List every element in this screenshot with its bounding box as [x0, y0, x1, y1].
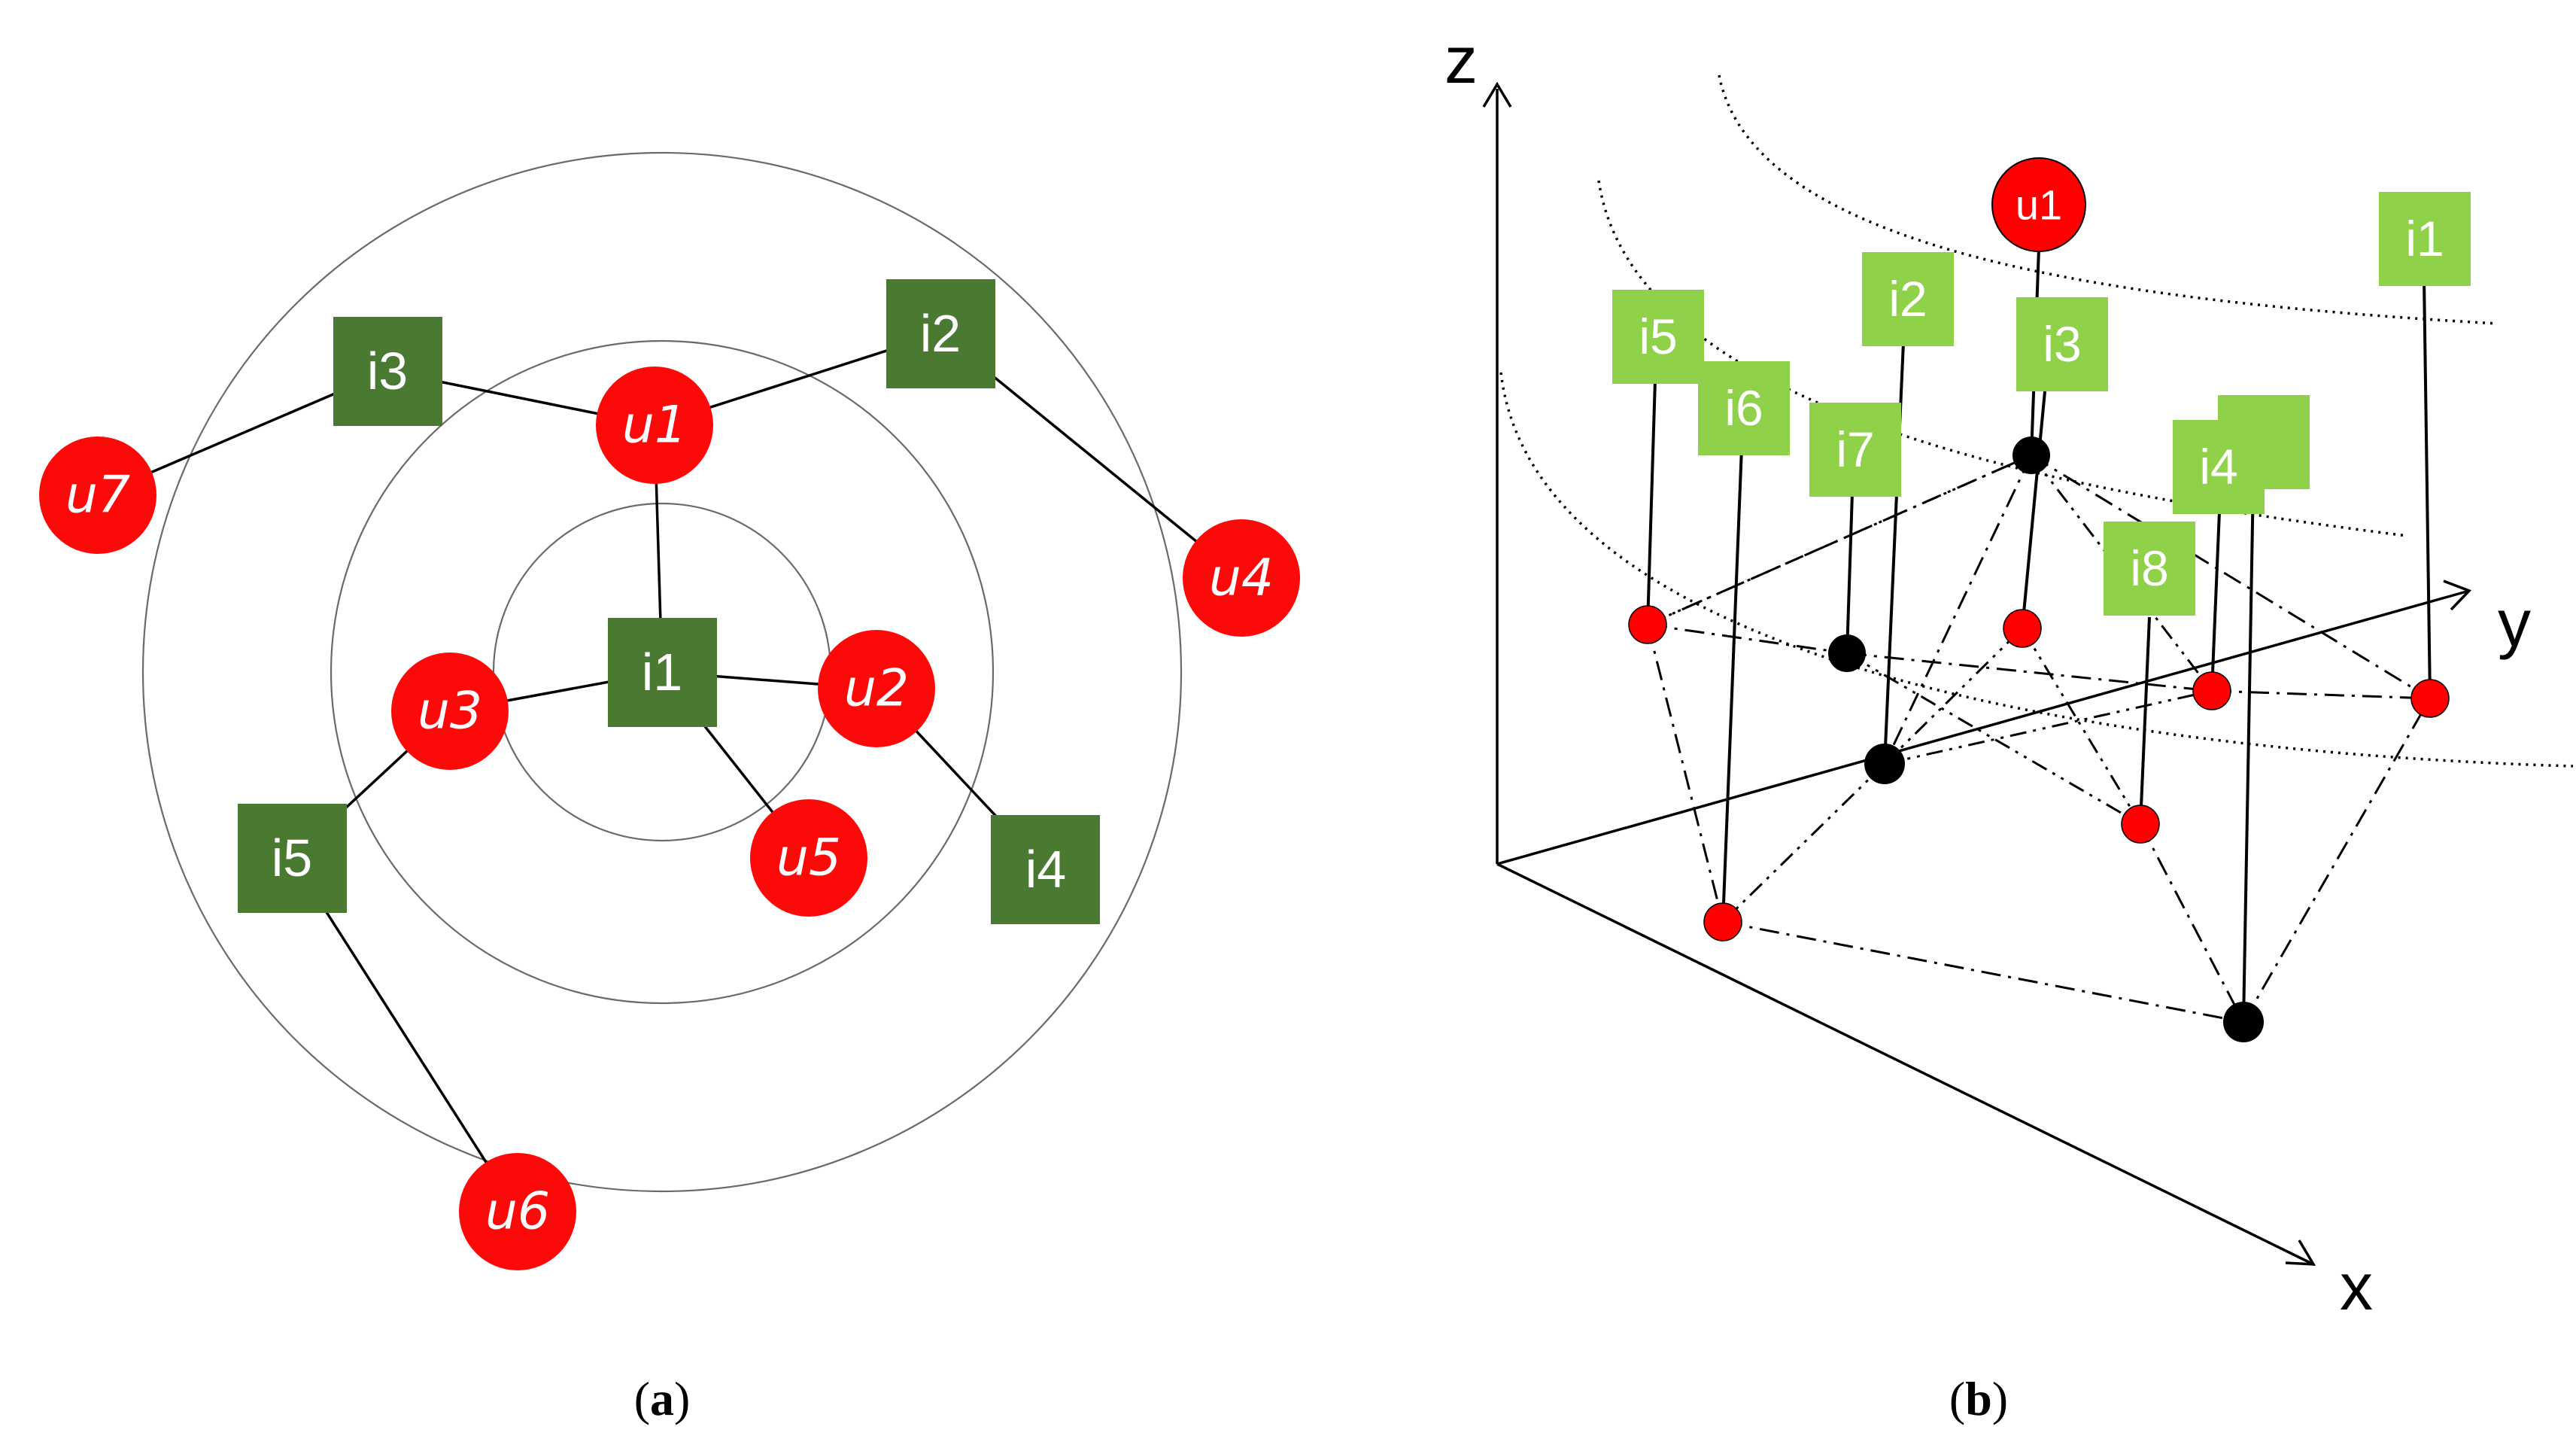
x-axis-arrow: [2285, 1240, 2316, 1266]
item-node-i3: i3: [333, 317, 442, 426]
ground-point-red: [2192, 671, 2231, 710]
item-node-i6-3d: i6: [1698, 361, 1790, 455]
stem-i6: [1721, 447, 1743, 923]
item-node-i5: i5: [238, 804, 347, 913]
z-axis-arrow: [1482, 81, 1512, 108]
mesh-line-alt: [1846, 652, 2141, 826]
caption-a: (a): [634, 1372, 691, 1425]
mesh-line: [1846, 652, 2213, 692]
ground-point-red: [1703, 902, 1742, 941]
mesh-line-alt: [2030, 455, 2213, 692]
ground-point-red: [2410, 679, 2450, 718]
item-node-i4-3d: i4: [2173, 420, 2265, 514]
stem-i5: [1646, 379, 1657, 625]
stem-i7: [1845, 492, 1854, 654]
mesh-line: [1722, 920, 2244, 1024]
ground-point-red: [2003, 609, 2042, 648]
ground-point-black: [2223, 1002, 2264, 1042]
user-node-u6: u6: [459, 1153, 576, 1270]
stem-i8: [2139, 616, 2151, 825]
item-node-i3-3d: i3: [2016, 297, 2108, 391]
item-node-i4: i4: [991, 815, 1100, 924]
user-node-u2: u2: [818, 630, 935, 747]
item-label: i7: [1836, 421, 1874, 477]
mesh-line-alt: [1884, 689, 2213, 765]
item-node-i8-3d: i8: [2104, 522, 2195, 616]
panel-a: i1 i2 i3 i4 i5 u1 u2 u3: [39, 151, 1300, 1425]
mesh-line: [1647, 623, 1848, 655]
ground-point-black: [1828, 634, 1866, 672]
caption-b-letter: b: [1965, 1372, 1992, 1425]
mesh-line: [1646, 624, 1724, 923]
item-label: i2: [920, 304, 961, 363]
user-node-u3: u3: [391, 652, 509, 770]
item-label: i2: [1888, 271, 1927, 327]
item-label: i1: [642, 643, 682, 701]
item-node-i5-3d: i5: [1612, 290, 1704, 384]
panel-b: z y x: [1444, 23, 2574, 1425]
ground-point-red: [1628, 605, 1667, 644]
user-node-u1: u1: [596, 367, 713, 484]
ground-point-black: [1864, 744, 1905, 784]
user-label: u5: [776, 829, 841, 888]
middle-ring: [330, 339, 995, 1005]
item-label: i4: [1025, 840, 1066, 899]
item-label: i4: [2199, 439, 2237, 494]
user-label: u7: [65, 466, 130, 525]
z-axis-label: z: [1444, 23, 1478, 97]
item-node-i1-3d: i1: [2379, 192, 2471, 286]
edge-i5-u6: [290, 857, 519, 1212]
stem-i1: [2423, 278, 2432, 699]
x-axis: [1496, 862, 2314, 1266]
item-node-i2-3d: i2: [1862, 252, 1954, 346]
ground-point-red: [2121, 805, 2160, 844]
user-label: u6: [485, 1182, 550, 1242]
item-label: i8: [2130, 540, 2168, 596]
stem-i4: [2210, 511, 2221, 692]
mesh-line: [1883, 455, 2033, 765]
stem-i3: [2021, 391, 2046, 629]
x-axis-label: x: [2340, 1249, 2373, 1324]
user-node-u7: u7: [39, 437, 156, 554]
mesh-line: [2139, 823, 2245, 1023]
outer-ring: [141, 151, 1183, 1193]
caption-a-letter: a: [650, 1372, 674, 1425]
contour-arc-3: [1499, 372, 2574, 768]
mesh-line: [2242, 698, 2432, 1023]
mesh-line: [2211, 689, 2431, 700]
y-axis-arrow: [2443, 579, 2472, 611]
user-label: u3: [418, 682, 482, 741]
item-label: i3: [367, 342, 408, 400]
user-label: u2: [844, 659, 909, 719]
item-label: i5: [1639, 309, 1677, 364]
item-label: i5: [272, 829, 312, 887]
user-label: u1: [2016, 181, 2062, 229]
item-node-i2: i2: [886, 279, 995, 388]
user-node-u4: u4: [1183, 519, 1300, 637]
item-label: i1: [2405, 211, 2444, 266]
y-axis: [1496, 589, 2470, 865]
caption-b: (b): [1949, 1372, 2008, 1425]
item-node-i1: i1: [608, 618, 717, 727]
user-label: u1: [622, 396, 687, 455]
stem-i-hidden: [2242, 481, 2255, 1023]
mesh-line-alt: [1721, 762, 1886, 923]
mesh-line-alt: [1883, 627, 2024, 765]
user-node-u5: u5: [750, 799, 867, 917]
item-node-i7-3d: i7: [1809, 403, 1901, 497]
ground-point-black: [2012, 437, 2050, 474]
user-label: u4: [1209, 549, 1274, 608]
item-label: i6: [1724, 380, 1763, 436]
y-axis-label: y: [2498, 586, 2531, 660]
item-label: i3: [2043, 316, 2081, 372]
mesh-line: [2031, 454, 2431, 700]
user-node-u1-3d: u1: [1991, 157, 2086, 252]
mesh-line-alt: [1647, 454, 2032, 626]
